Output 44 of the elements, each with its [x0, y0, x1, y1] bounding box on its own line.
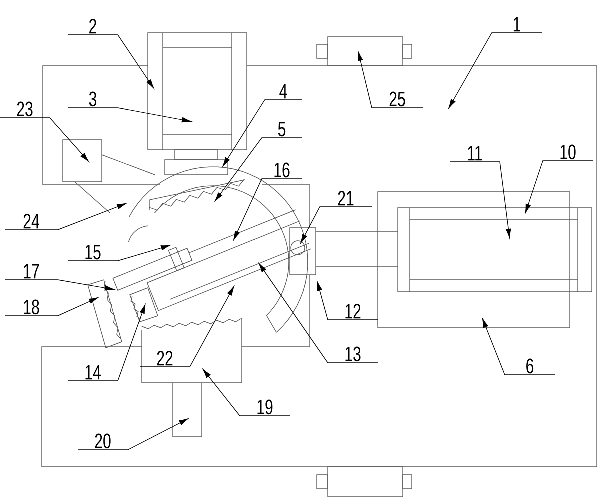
leader-line [222, 100, 302, 167]
callout-number: 16 [274, 162, 290, 178]
leader-line [68, 245, 170, 262]
leader-line [4, 298, 98, 316]
leader-line [4, 203, 126, 230]
callout-number: 20 [95, 434, 111, 449]
callout-number: 5 [278, 122, 286, 137]
leader-line [68, 108, 192, 123]
leader-line [450, 162, 512, 238]
callout-number: 19 [258, 400, 273, 415]
leader-line [448, 32, 542, 108]
leader-line [317, 282, 378, 320]
callout-number: 13 [346, 346, 361, 362]
callout-number: 18 [24, 300, 40, 315]
callout-number: 17 [24, 264, 40, 279]
callout-number: 12 [346, 304, 361, 319]
leader-line [202, 369, 290, 416]
callout-number: 14 [86, 365, 101, 380]
leader-line [525, 160, 594, 214]
callout-number: 1 [514, 17, 520, 32]
callout-number: 2 [90, 18, 96, 34]
leader-line [4, 280, 114, 291]
callout-number: 3 [89, 92, 97, 107]
leader-line [68, 34, 154, 89]
callout-number: 25 [390, 92, 406, 107]
callout-number: 10 [560, 144, 576, 160]
callout-number: 11 [468, 146, 482, 161]
callout-number: 22 [157, 351, 173, 366]
callout-number: 24 [24, 214, 40, 229]
leader-line [68, 304, 146, 382]
callout-number: 4 [280, 84, 288, 99]
callout-number: 21 [338, 190, 354, 206]
leader-line [78, 418, 188, 450]
leader-line [300, 206, 372, 244]
leader-line [234, 178, 302, 240]
leader-line [214, 138, 302, 202]
callout-number: 15 [86, 245, 101, 260]
leader-line [358, 52, 424, 108]
callout-number: 6 [526, 358, 534, 374]
callout-number: 23 [17, 102, 33, 117]
leader-line [258, 263, 378, 364]
leader-line [0, 118, 89, 162]
leader-line [140, 286, 234, 368]
leader-line [482, 318, 556, 376]
